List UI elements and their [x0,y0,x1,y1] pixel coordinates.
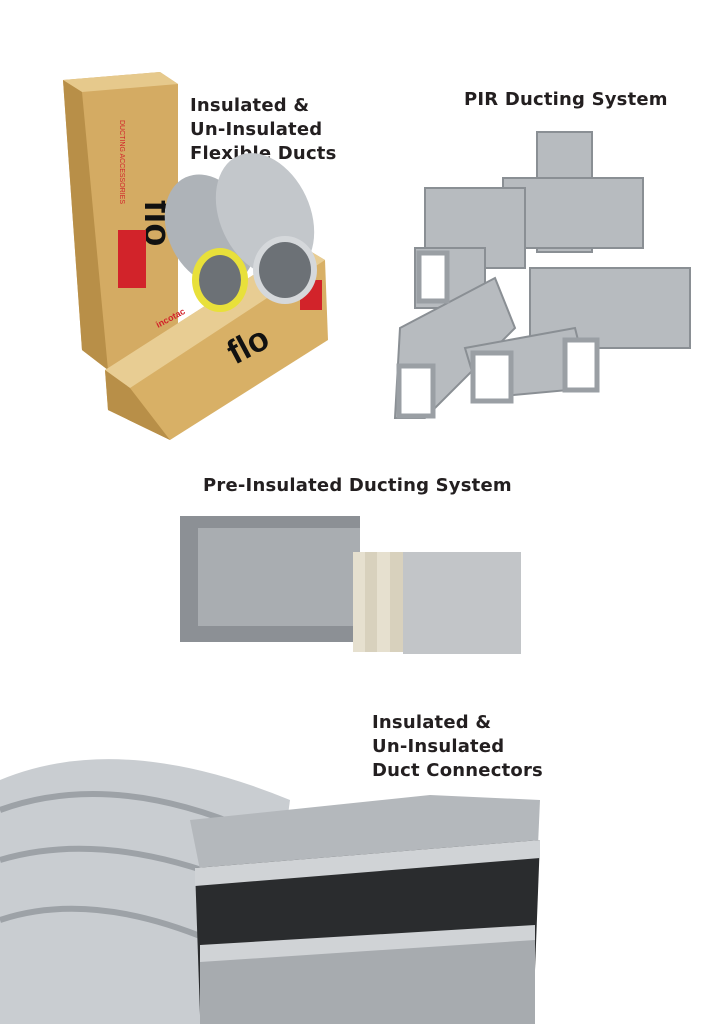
pir-ducting-heading: PIR Ducting System [464,88,668,112]
heading-line: Un-Insulated [190,119,323,140]
heading-line: Duct Connectors [372,760,543,781]
heading-line: Insulated & [190,95,310,116]
heading-line: Un-Insulated [372,736,505,757]
heading-line: Flexible Ducts [190,143,337,164]
duct-connectors-image [0,759,540,1024]
heading-line: Pre-Insulated Ducting System [203,475,512,496]
pir-ducting-image [393,131,691,419]
flexible-ducts-image: flo DUCTING ACCESSORIES flo incotac [63,72,328,440]
duct-connectors-heading: Insulated & Un-Insulated Duct Connectors [372,711,543,783]
pre-insulated-heading: Pre-Insulated Ducting System [203,474,512,498]
heading-line: Insulated & [372,712,492,733]
heading-line: PIR Ducting System [464,89,668,110]
pre-insulated-image [180,516,521,654]
svg-text:DUCTING ACCESSORIES: DUCTING ACCESSORIES [118,120,125,204]
flexible-ducts-heading: Insulated & Un-Insulated Flexible Ducts [190,94,337,166]
